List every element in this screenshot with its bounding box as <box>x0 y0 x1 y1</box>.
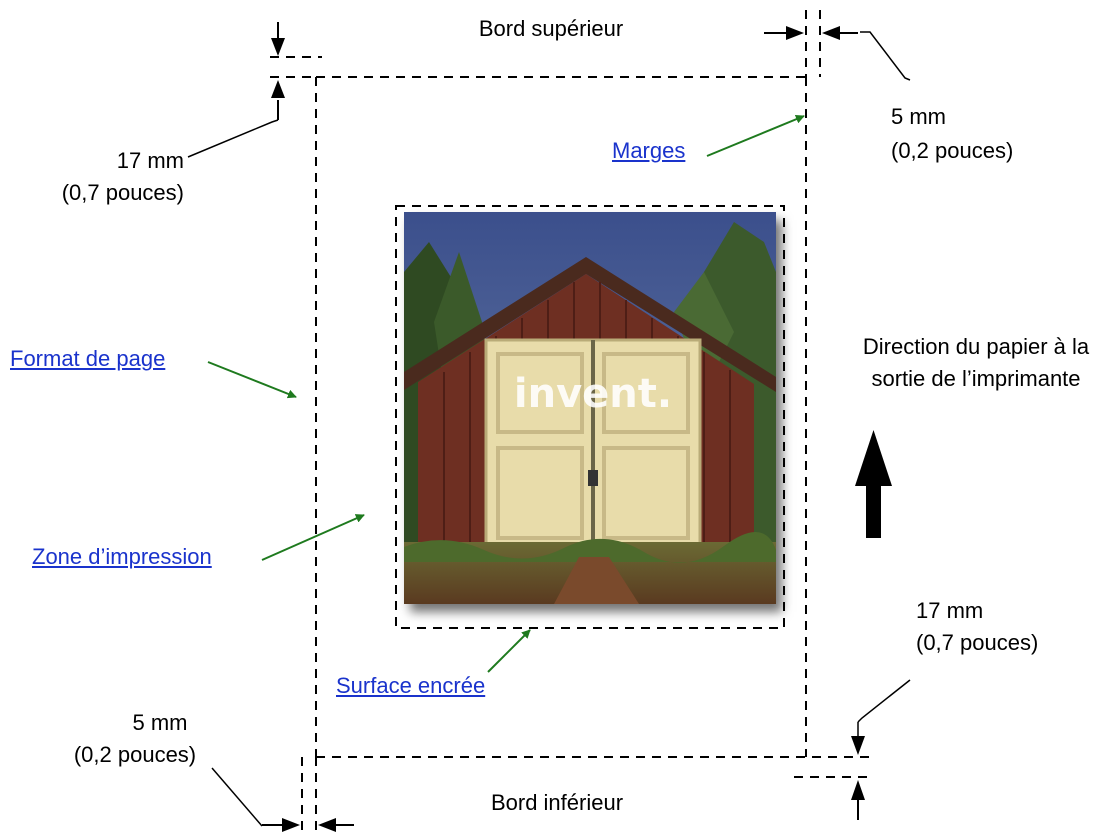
sample-photo: invent. <box>404 212 776 604</box>
bottom-margin-in: (0,7 pouces) <box>916 630 1039 655</box>
page-format-link[interactable]: Format de page <box>10 346 166 371</box>
left-margin-in: (0,2 pouces) <box>73 742 197 767</box>
top-margin-in: (0,7 pouces) <box>61 180 184 205</box>
paper-direction-line1: Direction du papier à la <box>862 334 1090 359</box>
right-margin-extension-top <box>805 10 821 77</box>
right-margin-in: (0,2 pouces) <box>891 138 1014 163</box>
left-margin-extension-bottom <box>301 757 317 832</box>
page-format-outline <box>315 76 874 758</box>
margins-link[interactable]: Marges <box>612 138 686 163</box>
ink-surface-outline <box>395 205 785 629</box>
top-margin-mm: 17 mm <box>116 148 184 173</box>
print-area-link[interactable]: Zone d’impression <box>32 544 212 569</box>
pointer-arrows <box>207 114 805 673</box>
paper-direction-line2: sortie de l’imprimante <box>871 366 1081 391</box>
door-text: invent. <box>514 371 672 417</box>
ink-surface-link[interactable]: Surface encrée <box>336 673 486 698</box>
leader-lines <box>187 31 911 827</box>
top-margin-extension <box>270 56 322 78</box>
bottom-edge-label: Bord inférieur <box>490 790 624 815</box>
top-edge-label: Bord supérieur <box>478 16 624 41</box>
paper-direction-arrow <box>855 430 892 538</box>
left-margin-mm: 5 mm <box>132 710 188 735</box>
bottom-margin-mm: 17 mm <box>916 598 984 623</box>
right-margin-mm: 5 mm <box>891 104 946 129</box>
dimension-arrows <box>262 22 865 832</box>
